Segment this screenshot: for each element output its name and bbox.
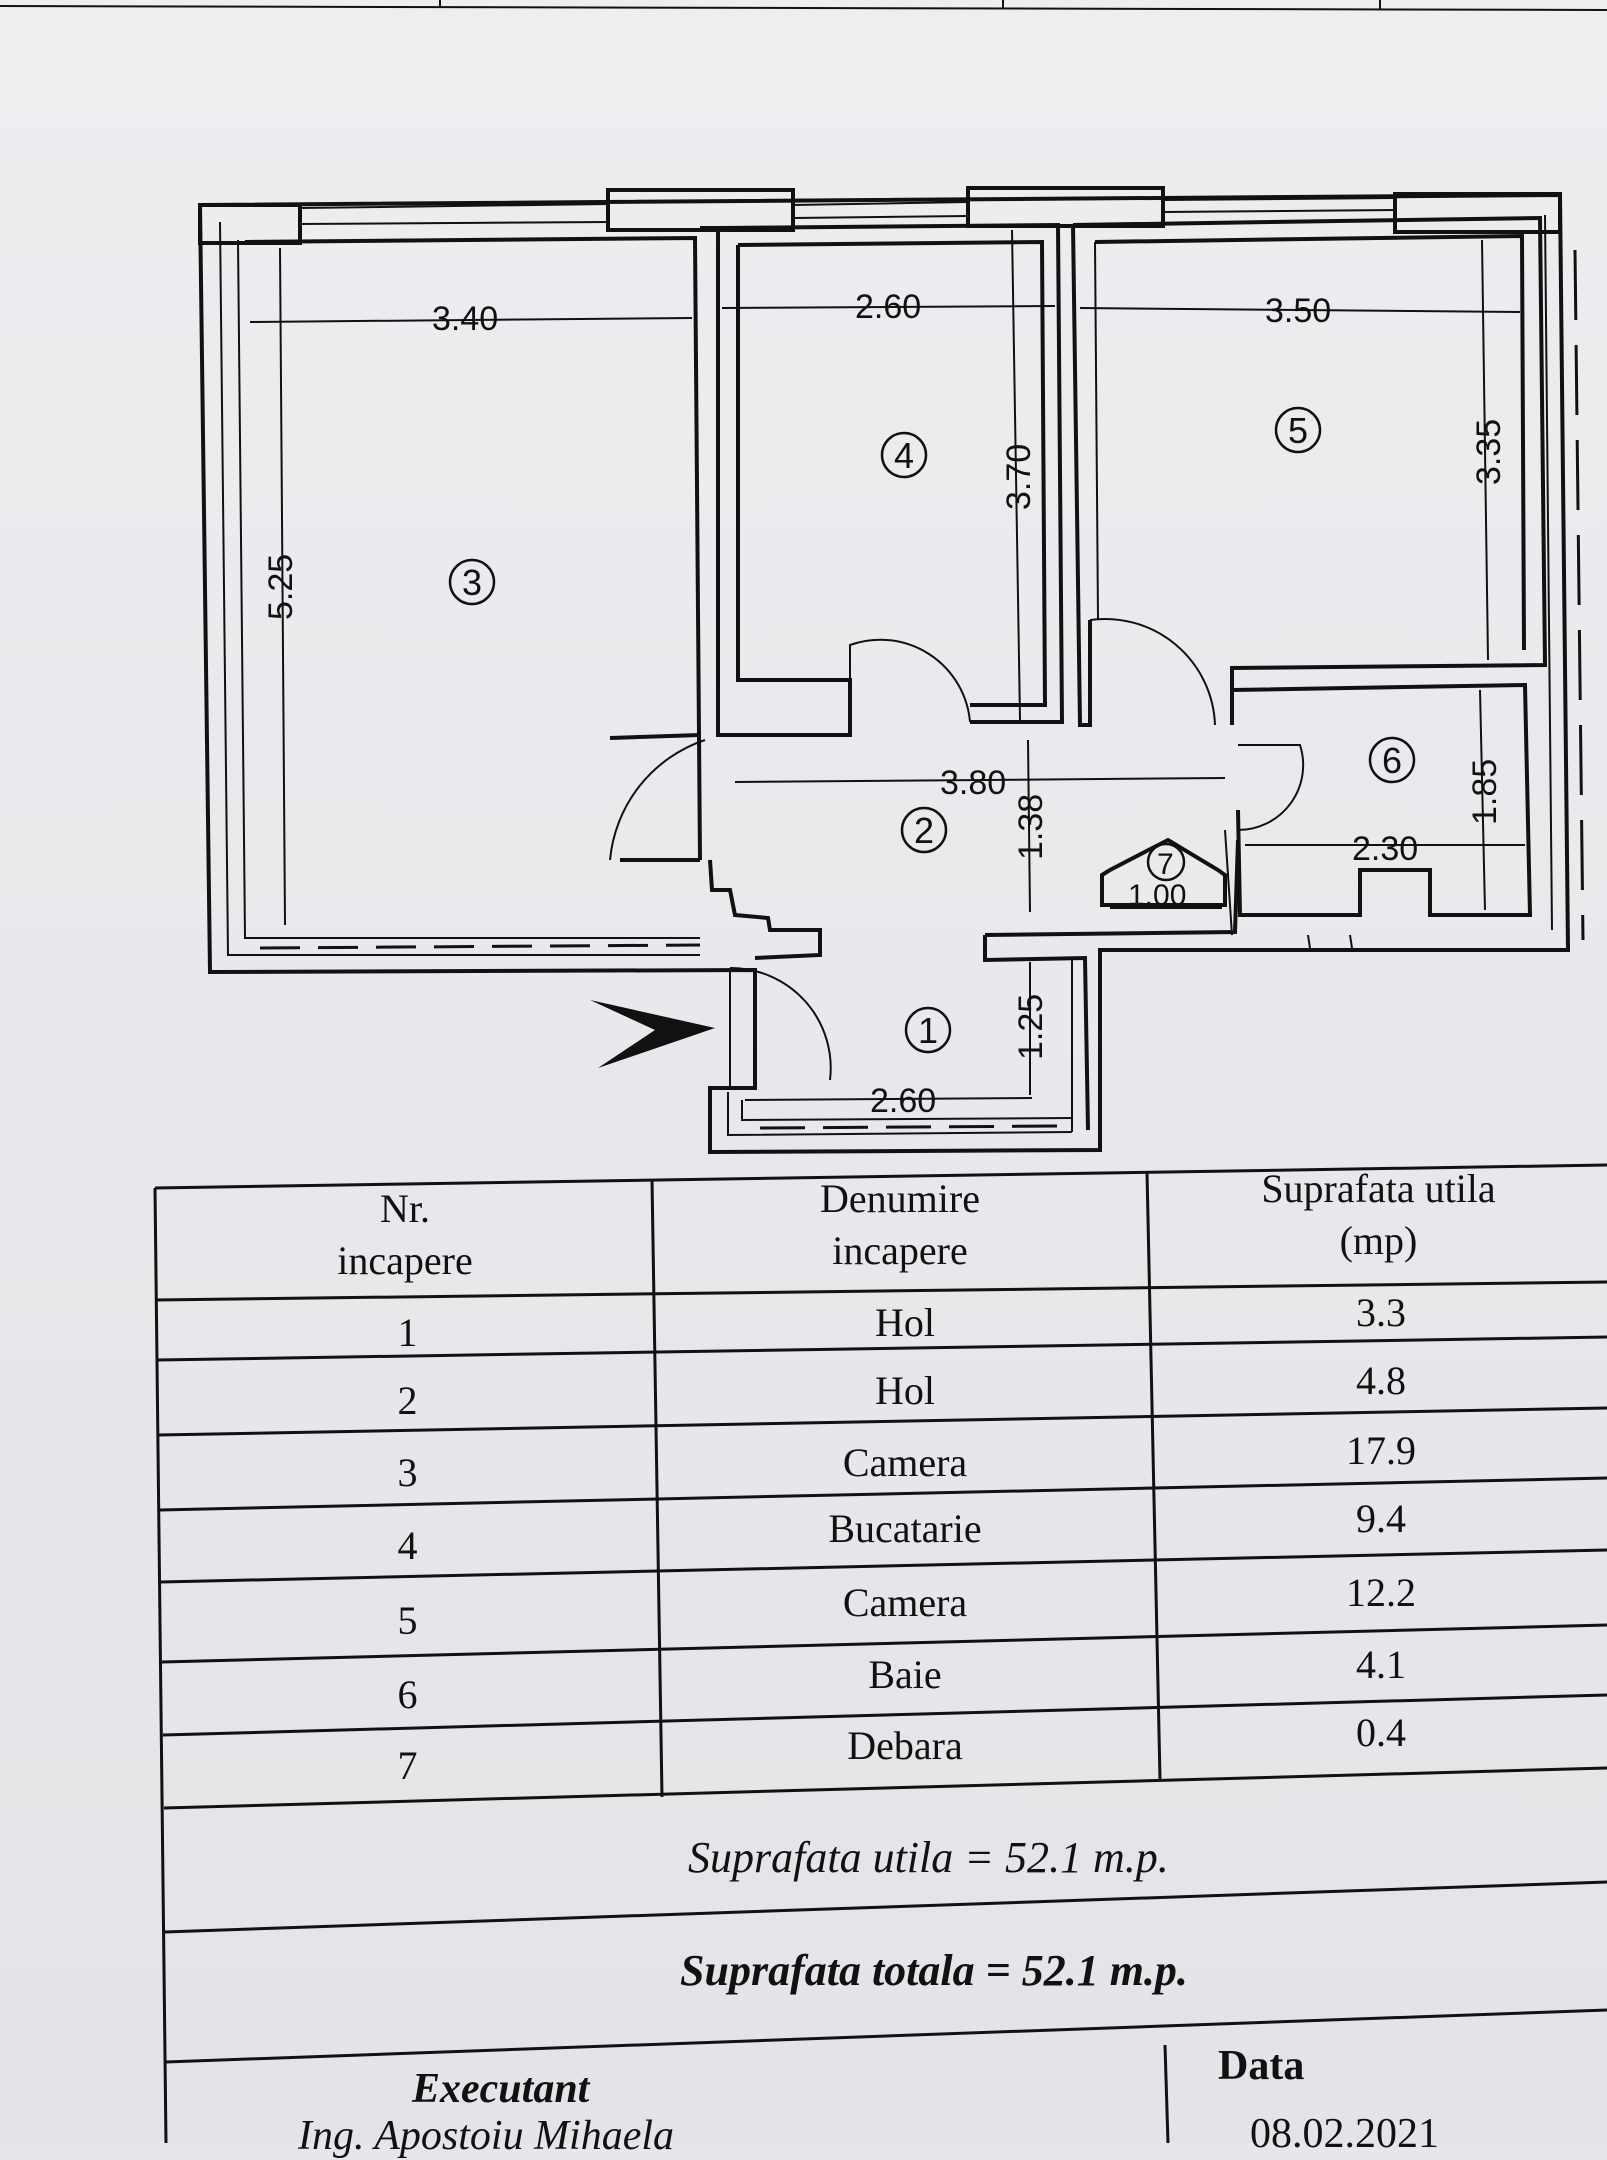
room-name-cell: Camera <box>842 1580 968 1625</box>
room-number-cell: 6 <box>397 1672 418 1717</box>
total-area: Suprafata totala = 52.1 m.p. <box>680 1946 1188 1995</box>
room-area-cell: 3.3 <box>1356 1290 1406 1335</box>
dim-room5-width: 3.50 <box>1265 292 1331 330</box>
dim-room6-length: 1.85 <box>1466 759 1504 825</box>
dim-room4-width: 2.60 <box>855 288 921 326</box>
header-room-name: Denumire incapere <box>655 1170 1145 1280</box>
useful-area-total: Suprafata utila = 52.1 m.p. <box>688 1833 1169 1882</box>
room-name-cell: Baie <box>868 1652 942 1697</box>
header-useful-area-line2: (mp) <box>1339 1218 1418 1263</box>
room-table-grid <box>153 1163 1607 2143</box>
svg-text:6: 6 <box>1382 740 1402 781</box>
room-marker-2: 2 <box>900 806 948 854</box>
room-area-cell: 4.8 <box>1356 1357 1406 1403</box>
room-area-cell: 4.1 <box>1356 1642 1406 1687</box>
room-area-cell: 12.2 <box>1346 1570 1416 1615</box>
header-useful-area-line1: Suprafata utila <box>1261 1166 1496 1211</box>
room-number-cell: 5 <box>397 1598 418 1643</box>
floor-plan: 3.40 2.60 3.50 5.25 3.70 3.35 3.80 1.38 … <box>197 186 1585 1155</box>
header-room-name-line1: Denumire <box>820 1176 980 1221</box>
svg-text:3: 3 <box>462 562 482 603</box>
dim-room6-width: 2.30 <box>1352 830 1418 868</box>
room-number-cell: 1 <box>397 1310 418 1355</box>
header-room-number-line1: Nr. <box>380 1186 430 1231</box>
outer-wall <box>197 192 1571 1155</box>
svg-text:1: 1 <box>918 1010 938 1051</box>
dim-room3-length: 5.25 <box>262 554 300 620</box>
header-room-number-line2: incapere <box>337 1238 473 1283</box>
svg-text:2: 2 <box>914 810 934 851</box>
room-area-cell: 17.9 <box>1346 1427 1416 1473</box>
executant-name: Ing. Apostoiu Mihaela <box>298 2113 675 2159</box>
room-area-cell: 9.4 <box>1356 1495 1406 1541</box>
executant-label: Executant <box>412 2066 590 2112</box>
dim-room5-length: 3.35 <box>1470 419 1508 485</box>
svg-text:4: 4 <box>894 435 914 476</box>
dim-hall1-length: 1.25 <box>1012 994 1050 1060</box>
room-area-cell: 0.4 <box>1356 1710 1406 1755</box>
room-marker-7: 7 <box>1146 842 1186 882</box>
room-marker-6: 6 <box>1368 736 1416 784</box>
dim-hall2-width: 3.80 <box>940 764 1006 802</box>
room-marker-4: 4 <box>880 431 928 479</box>
dim-room3-width: 3.40 <box>432 300 498 338</box>
header-room-number: Nr. incapere <box>160 1180 650 1290</box>
room-marker-1: 1 <box>904 1006 952 1054</box>
date-label: Data <box>1218 2043 1305 2089</box>
dim-hall2-length: 1.38 <box>1012 794 1050 860</box>
header-room-name-line2: incapere <box>832 1228 968 1273</box>
room-name-cell: Camera <box>842 1439 968 1485</box>
room-name-cell: Hol <box>875 1300 935 1345</box>
svg-text:7: 7 <box>1157 848 1174 881</box>
dim-hall1-width: 2.60 <box>870 1082 936 1120</box>
room-number-cell: 3 <box>397 1449 418 1495</box>
room-number-cell: 7 <box>397 1743 418 1788</box>
room-marker-3: 3 <box>448 558 496 606</box>
room-name-cell: Debara <box>847 1723 963 1768</box>
room-number-cell: 4 <box>397 1522 418 1568</box>
svg-text:5: 5 <box>1288 410 1308 451</box>
room-number-cell: 2 <box>397 1377 418 1423</box>
dim-room7-width: 1.00 <box>1128 879 1186 912</box>
entrance-arrow-icon <box>590 1000 715 1068</box>
date-value: 08.02.2021 <box>1250 2111 1439 2157</box>
room-name-cell: Bucatarie <box>828 1505 982 1551</box>
top-border-lines <box>0 0 1607 11</box>
room-marker-5: 5 <box>1274 406 1322 454</box>
header-useful-area: Suprafata utila (mp) <box>1150 1160 1607 1270</box>
dim-room4-length: 3.70 <box>1000 444 1038 510</box>
room-name-cell: Hol <box>875 1367 935 1413</box>
